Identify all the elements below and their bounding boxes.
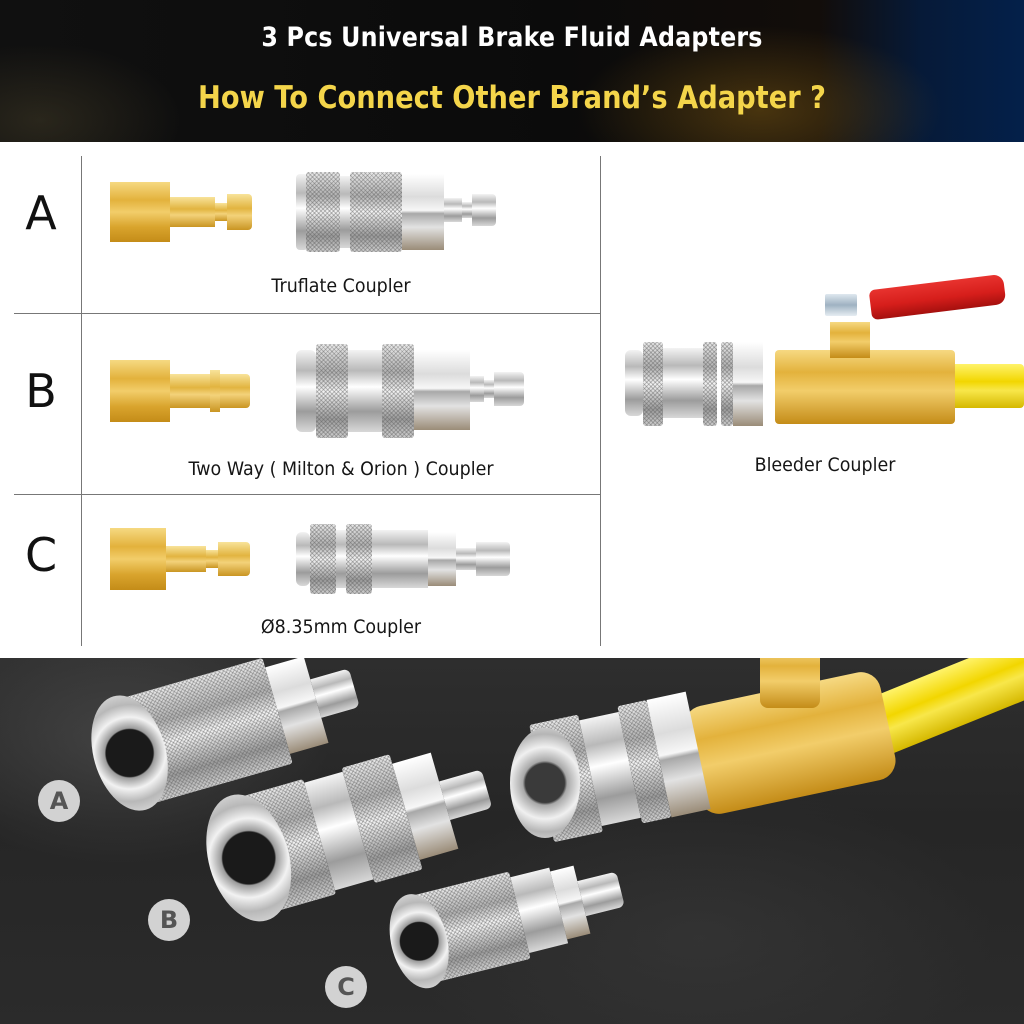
8-35mm-coupler-image xyxy=(296,524,514,594)
badge-b: B xyxy=(148,899,190,941)
caption-truflate: Truflate Coupler xyxy=(271,275,411,297)
bleeder-coupler-image xyxy=(625,273,1024,426)
brass-plug-b-image xyxy=(110,360,255,422)
caption-8-35mm: Ø8.35mm Coupler xyxy=(260,616,422,638)
badge-c: C xyxy=(325,966,367,1008)
row-letter-c: C xyxy=(24,528,58,582)
row-divider-bc xyxy=(14,494,600,495)
photo-bleeder-valve xyxy=(510,658,1024,858)
badge-a: A xyxy=(38,780,80,822)
caption-two-way: Two Way ( Milton & Orion ) Coupler xyxy=(188,458,494,480)
header-banner: 3 Pcs Universal Brake Fluid Adapters How… xyxy=(0,0,1024,142)
main-title: 3 Pcs Universal Brake Fluid Adapters xyxy=(261,22,763,53)
caption-bleeder: Bleeder Coupler xyxy=(754,454,896,476)
brass-plug-a-image xyxy=(110,182,255,242)
two-way-coupler-image xyxy=(296,344,528,438)
row-letter-b: B xyxy=(25,364,57,418)
row-letter-a: A xyxy=(25,186,57,240)
table-divider-left xyxy=(81,156,82,646)
product-photo: A B C xyxy=(0,658,1024,1024)
table-divider-right xyxy=(600,156,601,646)
subtitle: How To Connect Other Brand’s Adapter ? xyxy=(197,80,827,116)
brass-plug-c-image xyxy=(110,528,255,590)
row-divider-ab xyxy=(14,313,600,314)
truflate-coupler-image xyxy=(296,170,498,254)
